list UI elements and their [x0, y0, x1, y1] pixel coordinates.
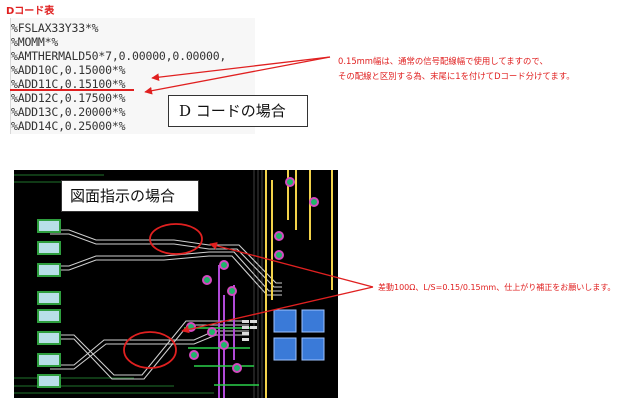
- drawing-arrow-2: [181, 286, 374, 334]
- dcode-case-label: D コードの場合: [168, 95, 308, 127]
- gerber-line: %ADD11C,0.15100*%: [11, 77, 126, 91]
- drawing-arrow-1: [209, 242, 374, 288]
- gerber-line: %FSLAX33Y33*%: [11, 21, 99, 35]
- differential-pair-circle-top: [149, 223, 203, 255]
- dcode-note-line-2: その配線と区別する為、末尾に1を付けてDコード分けてます。: [338, 71, 575, 81]
- differential-pair-circle-bottom: [123, 331, 177, 369]
- section-title: Dコード表: [6, 6, 55, 17]
- gerber-line: %MOMM*%: [11, 35, 59, 49]
- gerber-line: %ADD10C,0.15000*%: [11, 63, 126, 77]
- gerber-line: %ADD14C,0.25000*%: [11, 119, 126, 133]
- gerber-line: %AMTHERMALD50*7,0.00000,0.00000,: [11, 49, 227, 63]
- gerber-line: %ADD12C,0.17500*%: [11, 91, 126, 105]
- gerber-line: %ADD13C,0.20000*%: [11, 105, 126, 119]
- dcode-arrow-1: [151, 56, 331, 82]
- drawing-note: 差動100Ω、L/S=0.15/0.15mm、仕上がり補正をお願いします。: [378, 283, 616, 292]
- drawing-case-label: 図面指示の場合: [61, 180, 199, 212]
- dcode-arrow-2: [144, 56, 331, 95]
- dcode-note-line-1: 0.15mm幅は、通常の信号配線幅で使用してますので、: [338, 56, 548, 66]
